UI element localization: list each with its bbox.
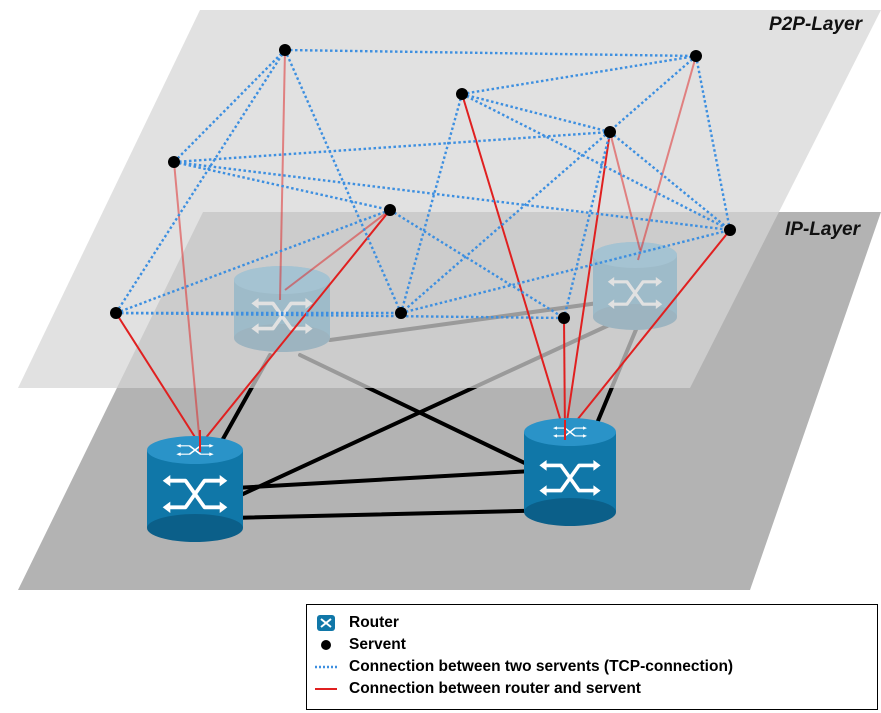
- router-front-right: [524, 418, 616, 526]
- legend-tcp-row: Connection between two servents (TCP-con…: [307, 657, 877, 677]
- network-diagram: IP-Layer P2P-Layer: [18, 10, 881, 590]
- p2p-layer-label: P2P-Layer: [769, 14, 864, 35]
- legend-router-servent-row: Connection between router and servent: [307, 679, 877, 699]
- red-line-icon: [315, 688, 337, 690]
- legend-servent-label: Servent: [349, 636, 406, 653]
- router-front-left: [147, 436, 243, 542]
- legend-router-row: Router: [307, 613, 877, 633]
- servent: [395, 307, 407, 319]
- tcp-connections: [114, 48, 732, 320]
- servent: [690, 50, 702, 62]
- router-icon: [317, 615, 335, 631]
- servent: [279, 44, 291, 56]
- p2p-layer-plane: [18, 10, 881, 388]
- servents: [110, 44, 736, 324]
- legend-router-label: Router: [349, 614, 399, 631]
- legend: Router Servent Connection between two se…: [306, 604, 878, 710]
- servent: [110, 307, 122, 319]
- servent: [558, 312, 570, 324]
- servent: [456, 88, 468, 100]
- servent: [724, 224, 736, 236]
- legend-tcp-label: Connection between two servents (TCP-con…: [349, 658, 734, 675]
- legend-servent-row: Servent: [307, 635, 877, 655]
- servent: [168, 156, 180, 168]
- legend-router-servent-label: Connection between router and servent: [349, 680, 641, 697]
- router-servent-connections-top: [199, 420, 566, 452]
- servent-icon: [321, 640, 331, 650]
- ip-layer-label: IP-Layer: [785, 219, 862, 240]
- servent: [384, 204, 396, 216]
- servent: [604, 126, 616, 138]
- dotted-line-icon: [315, 665, 337, 669]
- router-servent-connections: [115, 49, 731, 446]
